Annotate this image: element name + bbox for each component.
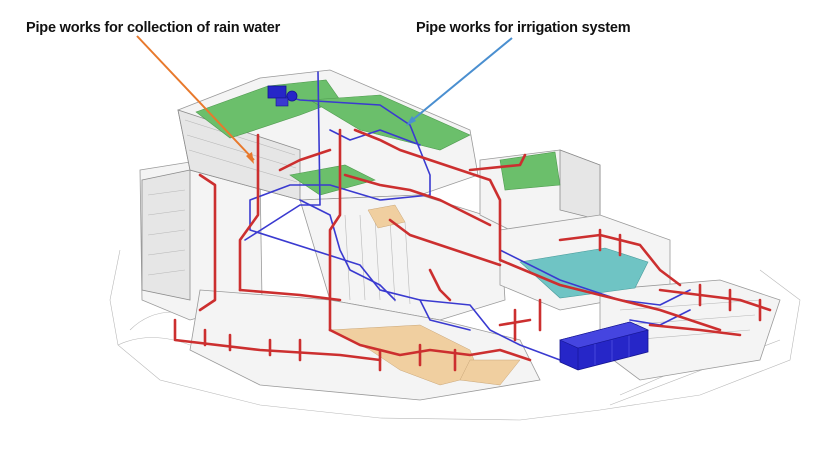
- rain-water-pointer: [136, 35, 255, 161]
- rain-water-pipe-label: Pipe works for collection of rain water: [26, 20, 281, 36]
- rain-water-pointer-head: [246, 152, 254, 164]
- green-roof: [195, 79, 561, 196]
- rain-water-pipes: [173, 128, 772, 372]
- water-tank-icon: [559, 321, 649, 371]
- pump-icon: [267, 85, 298, 107]
- irrigation-pointer: [409, 37, 513, 123]
- irrigation-pointer-head: [406, 116, 416, 126]
- irrigation-pipe-label: Pipe works for irrigation system: [416, 20, 631, 36]
- pool: [519, 247, 649, 299]
